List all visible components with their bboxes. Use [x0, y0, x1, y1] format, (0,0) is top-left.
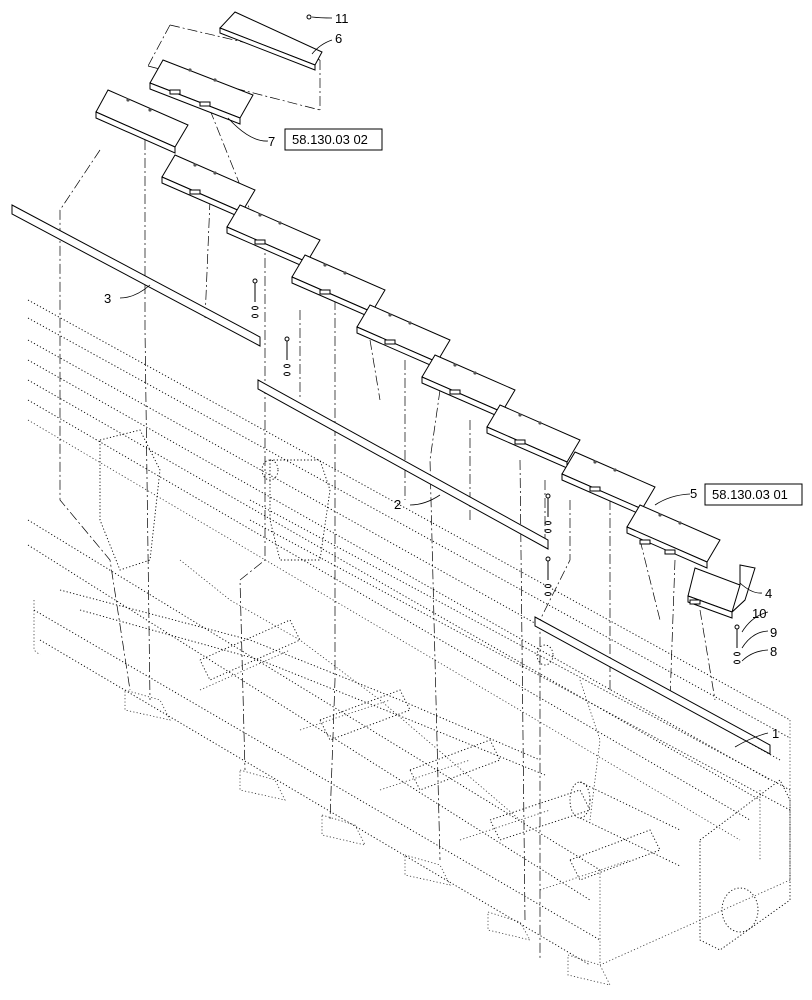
reference-label-lower[interactable]: 58.130.03 01 [712, 487, 788, 502]
skid-plate-upper-left [95, 89, 189, 154]
strip-2 [257, 379, 549, 550]
callout-7: 7 [268, 134, 275, 149]
callout-9: 9 [770, 625, 777, 640]
strip-3 [11, 204, 261, 347]
wear-strip-top-6 [219, 11, 323, 71]
strip-1 [534, 616, 771, 755]
bolt-stack-center [544, 493, 552, 533]
skid-plate-b [226, 204, 321, 269]
reference-box-lower[interactable]: 58.130.03 01 [704, 483, 803, 506]
skid-plate-f [486, 404, 581, 469]
callout-4: 4 [765, 586, 772, 601]
skid-plate-5 [626, 504, 721, 569]
callout-11: 11 [335, 11, 349, 26]
bolt-stack-right-lower [544, 556, 552, 596]
reference-label-upper[interactable]: 58.130.03 02 [292, 132, 368, 147]
callout-2: 2 [394, 497, 401, 512]
leader-lines [119, 16, 769, 748]
bolt-item-11 [306, 14, 312, 20]
bolt-stack-8-9-10 [733, 624, 741, 664]
callout-8: 8 [770, 644, 777, 659]
callout-6: 6 [335, 31, 342, 46]
callout-3: 3 [104, 291, 111, 306]
callout-1: 1 [772, 726, 779, 741]
reference-box-upper[interactable]: 58.130.03 02 [284, 128, 383, 151]
skid-plate-top-7 [149, 59, 254, 125]
hardware-bolts [251, 14, 741, 664]
header-frame [27, 299, 791, 986]
callout-10: 10 [752, 606, 766, 621]
callout-5: 5 [690, 486, 697, 501]
skid-plate-g [561, 451, 656, 516]
bolt-stack-mid [283, 336, 291, 376]
skid-plate-e [421, 354, 516, 419]
bolt-stack-left [251, 278, 259, 318]
end-skid-4 [687, 564, 756, 619]
